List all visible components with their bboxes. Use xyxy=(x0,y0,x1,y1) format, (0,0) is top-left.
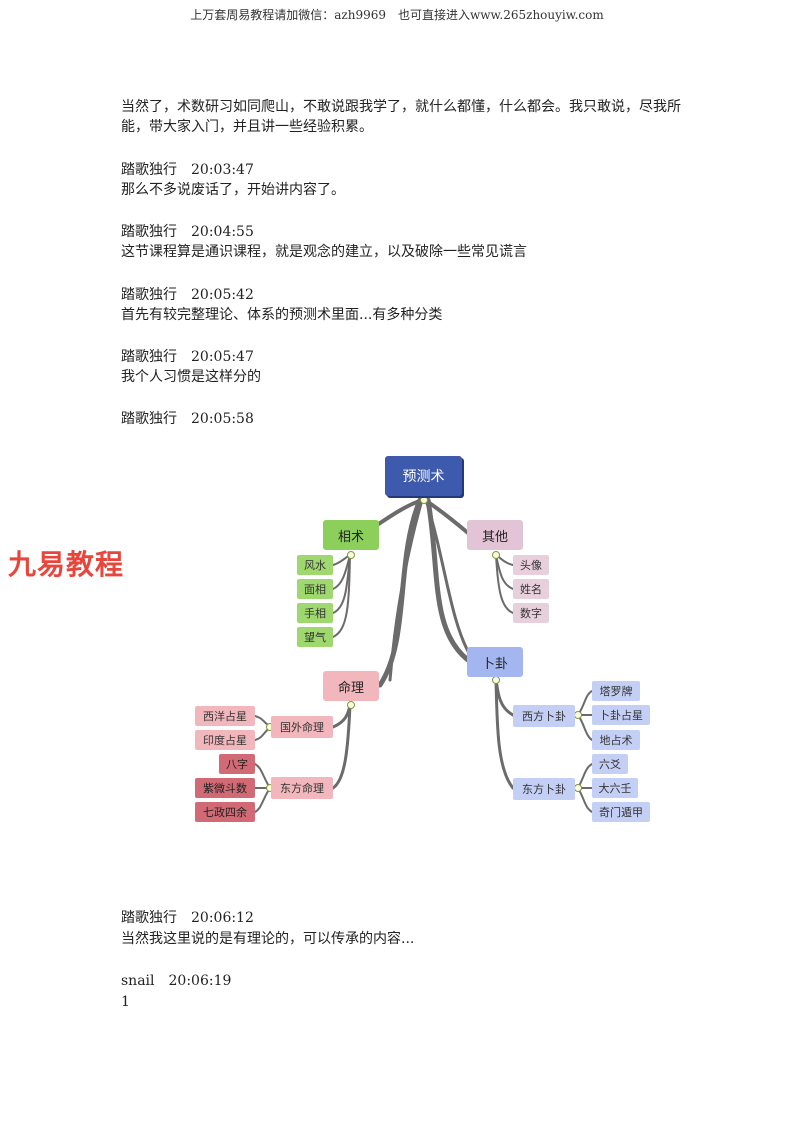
watermark-logo: 九易教程 xyxy=(8,548,125,581)
connector-root-mingli xyxy=(377,497,423,688)
message-speaker: 踏歌独行 20:05:42 xyxy=(121,287,254,303)
message-speaker: 踏歌独行 20:06:12 xyxy=(121,910,254,926)
connector-xiangshu-3 xyxy=(332,554,351,614)
mindmap-leaf[interactable]: 奇门遁甲 xyxy=(592,802,650,822)
connector-mingli-east xyxy=(331,703,352,790)
connector-qita-3 xyxy=(495,554,514,614)
message-text: 那么不多说废话了，开始讲内容了。 xyxy=(121,182,345,198)
mindmap-leaf[interactable]: 地占术 xyxy=(592,730,640,750)
mindmap-root-node[interactable]: 预测术 xyxy=(385,456,462,496)
connector-west-1 xyxy=(577,690,593,716)
connector-root-qita xyxy=(423,498,470,535)
connector-qita-1 xyxy=(495,554,514,566)
connector-qita-2 xyxy=(495,554,514,590)
mindmap-node-mingli[interactable]: 命理 xyxy=(323,671,379,701)
mindmap-leaf[interactable]: 姓名 xyxy=(513,579,549,599)
connector-root-buga-2 xyxy=(424,498,472,657)
mindmap-leaf[interactable]: 八字 xyxy=(219,754,255,774)
connector-buga-west xyxy=(494,677,515,717)
collapse-marker-xiangshu xyxy=(347,551,355,559)
collapse-marker-buga-east xyxy=(574,784,582,792)
collapse-marker-mingli xyxy=(347,701,355,709)
mindmap-sub-foreign[interactable]: 国外命理 xyxy=(271,716,333,738)
connector-buga-east-1 xyxy=(577,763,593,789)
mindmap-leaf[interactable]: 七政四余 xyxy=(195,802,255,822)
message-text: 当然我这里说的是有理论的，可以传承的内容... xyxy=(121,931,415,947)
connector-mingli-east-1 xyxy=(254,763,271,789)
message-speaker: 踏歌独行 20:03:47 xyxy=(121,162,254,178)
connector-west-3 xyxy=(577,714,593,741)
message-speaker: 踏歌独行 20:04:55 xyxy=(121,224,254,240)
collapse-marker-west xyxy=(574,711,582,719)
mindmap-sub-mingli-east[interactable]: 东方命理 xyxy=(271,777,333,799)
message-text: 首先有较完整理论、体系的预测术里面...有多种分类 xyxy=(121,307,443,323)
collapse-marker-root xyxy=(420,496,428,504)
mindmap-leaf[interactable]: 风水 xyxy=(297,555,333,575)
collapse-marker-qita xyxy=(492,551,500,559)
mindmap-leaf[interactable]: 印度占星 xyxy=(195,730,255,750)
connector-foreign-1 xyxy=(254,715,271,728)
connector-mingli-east-3 xyxy=(254,787,271,813)
mindmap-leaf[interactable]: 望气 xyxy=(297,627,333,647)
message-text: 这节课程算是通识课程，就是观念的建立，以及破除一些常见谎言 xyxy=(121,244,527,260)
mindmap-sub-buga-east[interactable]: 东方卜卦 xyxy=(513,778,575,800)
message-text: 我个人习惯是这样分的 xyxy=(121,369,261,385)
intro-paragraph: 当然了，术数研习如同爬山，不敢说跟我学了，就什么都懂，什么都会。我只敢说，尽我所… xyxy=(121,99,681,135)
connector-buga-east xyxy=(494,677,515,790)
connector-xiangshu-1 xyxy=(332,554,351,566)
connector-root-buga xyxy=(425,497,471,663)
mindmap-leaf[interactable]: 面相 xyxy=(297,579,333,599)
mindmap-node-qita[interactable]: 其他 xyxy=(467,520,523,550)
mindmap-leaf[interactable]: 塔罗牌 xyxy=(592,681,640,701)
mindmap-node-buga[interactable]: 卜卦 xyxy=(467,647,523,677)
connector-xiangshu-2 xyxy=(332,554,351,590)
connector-xiangshu-4 xyxy=(332,554,351,638)
connector-buga-east-3 xyxy=(577,787,593,813)
mindmap-sub-west[interactable]: 西方卜卦 xyxy=(513,705,575,727)
collapse-marker-buga xyxy=(492,676,500,684)
mindmap-leaf[interactable]: 紫微斗数 xyxy=(195,778,255,798)
mindmap-node-xiangshu[interactable]: 相术 xyxy=(323,520,379,550)
mindmap-leaf[interactable]: 头像 xyxy=(513,555,549,575)
connector-root-mingli-2 xyxy=(388,498,424,682)
mindmap-leaf[interactable]: 数字 xyxy=(513,603,549,623)
message-text: 1 xyxy=(121,994,130,1010)
message-speaker: 踏歌独行 20:05:47 xyxy=(121,349,254,365)
mindmap-leaf[interactable]: 手相 xyxy=(297,603,333,623)
mindmap-leaf[interactable]: 大六壬 xyxy=(592,778,638,798)
mindmap-leaf[interactable]: 六爻 xyxy=(592,754,628,774)
message-speaker: 踏歌独行 20:05:58 xyxy=(121,411,254,427)
connector-mingli-foreign xyxy=(331,703,352,729)
mindmap-leaf[interactable]: 西洋占星 xyxy=(195,706,255,726)
mindmap-leaf[interactable]: 卜卦占星 xyxy=(592,705,650,725)
page-header: 上万套周易教程请加微信：azh9969 也可直接进入www.265zhouyiw… xyxy=(190,8,604,22)
message-speaker: snail 20:06:19 xyxy=(121,973,232,989)
connector-foreign-2 xyxy=(254,726,271,741)
